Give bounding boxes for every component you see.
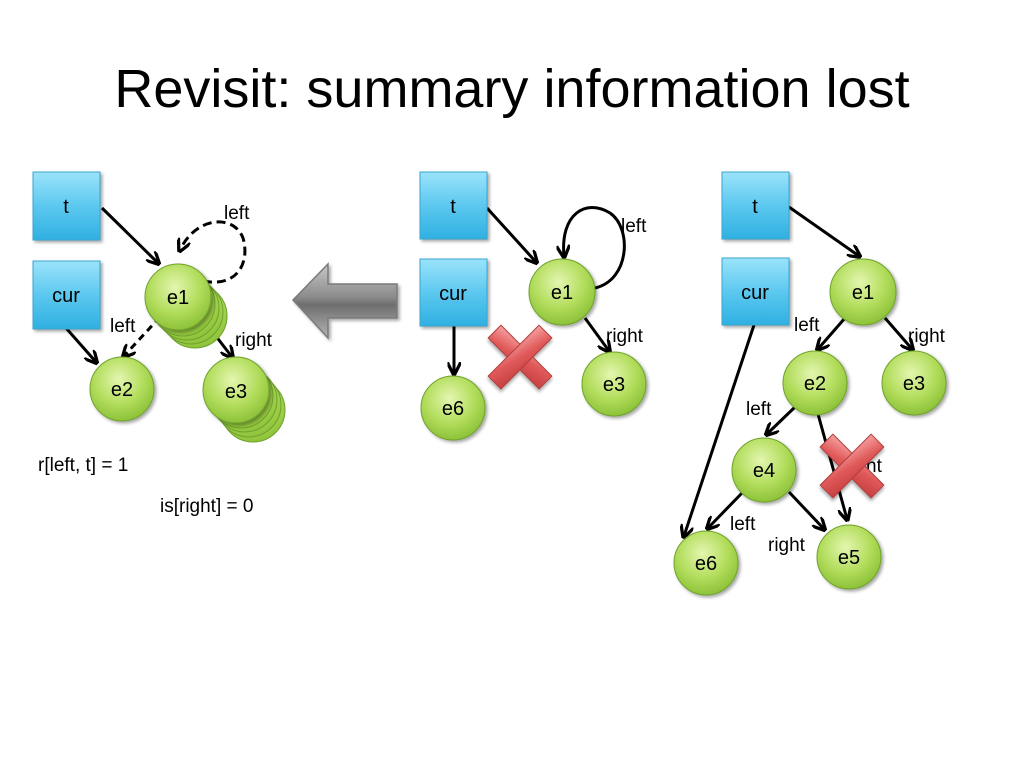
node-label-e3: e3 <box>225 381 247 403</box>
node-e1 <box>144 263 212 331</box>
edge-label-left-loop: left <box>621 216 647 237</box>
var-box-cur <box>721 257 790 326</box>
slide-title: Revisit: summary information lost <box>114 59 910 119</box>
var-label-cur: cur <box>52 285 80 307</box>
node-label-e1: e1 <box>167 287 189 309</box>
var-box-cur <box>32 260 101 330</box>
node-e1 <box>528 258 596 326</box>
formula-reachability: r[left, t] = 1 <box>38 455 129 476</box>
edge-label-right: right <box>235 330 273 351</box>
var-box-cur <box>419 258 488 327</box>
node-e3 <box>581 351 647 417</box>
edge-e1-left-loop <box>180 220 247 284</box>
edge-e2-right-e5 <box>816 413 847 519</box>
node-label-e6: e6 <box>695 553 717 575</box>
var-label-cur: cur <box>439 283 467 305</box>
node-e5 <box>816 524 882 590</box>
node-label-e1: e1 <box>551 282 573 304</box>
edge-cur-to-e2 <box>64 327 96 362</box>
var-label-t: t <box>63 196 69 218</box>
edge-e4-right-e5 <box>787 490 824 529</box>
var-label-cur: cur <box>741 282 769 304</box>
edge-label-left: left <box>110 316 136 337</box>
node-e2 <box>89 356 155 422</box>
node-label-e5: e5 <box>838 547 860 569</box>
edge-t-to-e1 <box>100 206 158 263</box>
edge-cur-to-e6 <box>684 324 756 536</box>
node-label-e2: e2 <box>111 379 133 401</box>
edge-e2-left-e4 <box>767 405 797 434</box>
var-label-t: t <box>450 196 456 218</box>
edge-label-e1-left: left <box>794 315 820 336</box>
edge-e1-left-e2 <box>124 315 162 356</box>
edge-t-to-e1 <box>485 206 536 262</box>
panel-right: t cur e1 e2 e3 e4 e5 e6 left right left … <box>673 171 947 596</box>
node-label-e4: e4 <box>753 460 775 482</box>
node-label-e3: e3 <box>603 374 625 396</box>
edge-e4-left-e6 <box>708 491 744 528</box>
node-e3 <box>202 356 270 424</box>
node-e1 <box>829 258 897 326</box>
node-e2 <box>782 350 848 416</box>
edge-e1-right-e3 <box>883 317 912 349</box>
edge-label-e2-left: left <box>746 399 772 420</box>
node-label-e3: e3 <box>903 373 925 395</box>
edge-label-left-loop: left <box>224 203 250 224</box>
node-label-e2: e2 <box>804 373 826 395</box>
edge-e1-left-loop <box>564 206 626 290</box>
left-arrow-icon <box>291 262 398 340</box>
node-e4 <box>731 437 797 503</box>
edge-label-e1-right: right <box>908 326 946 347</box>
edge-label-e4-right: right <box>768 535 806 556</box>
var-box-t <box>721 171 790 240</box>
node-e6 <box>673 530 739 596</box>
formula-is-shared: is[right] = 0 <box>160 496 254 517</box>
node-e3 <box>881 350 947 416</box>
cross-icon <box>819 433 885 499</box>
edge-t-to-e1 <box>788 205 859 256</box>
edge-e1-left-e2 <box>818 317 847 349</box>
panel-left: t cur e1 e2 e3 left left right <box>32 171 286 443</box>
edge-label-e4-left: left <box>730 514 756 535</box>
node-e6 <box>420 375 486 441</box>
panel-middle: t cur e1 e3 e6 left right <box>419 171 647 441</box>
var-box-t <box>419 171 488 240</box>
edge-e1-right-e3 <box>583 317 609 351</box>
node-label-e6: e6 <box>442 398 464 420</box>
edge-label-right: right <box>606 326 644 347</box>
node-label-e1: e1 <box>852 282 874 304</box>
var-box-t <box>32 171 101 241</box>
cross-icon <box>487 324 553 390</box>
var-label-t: t <box>752 196 758 218</box>
